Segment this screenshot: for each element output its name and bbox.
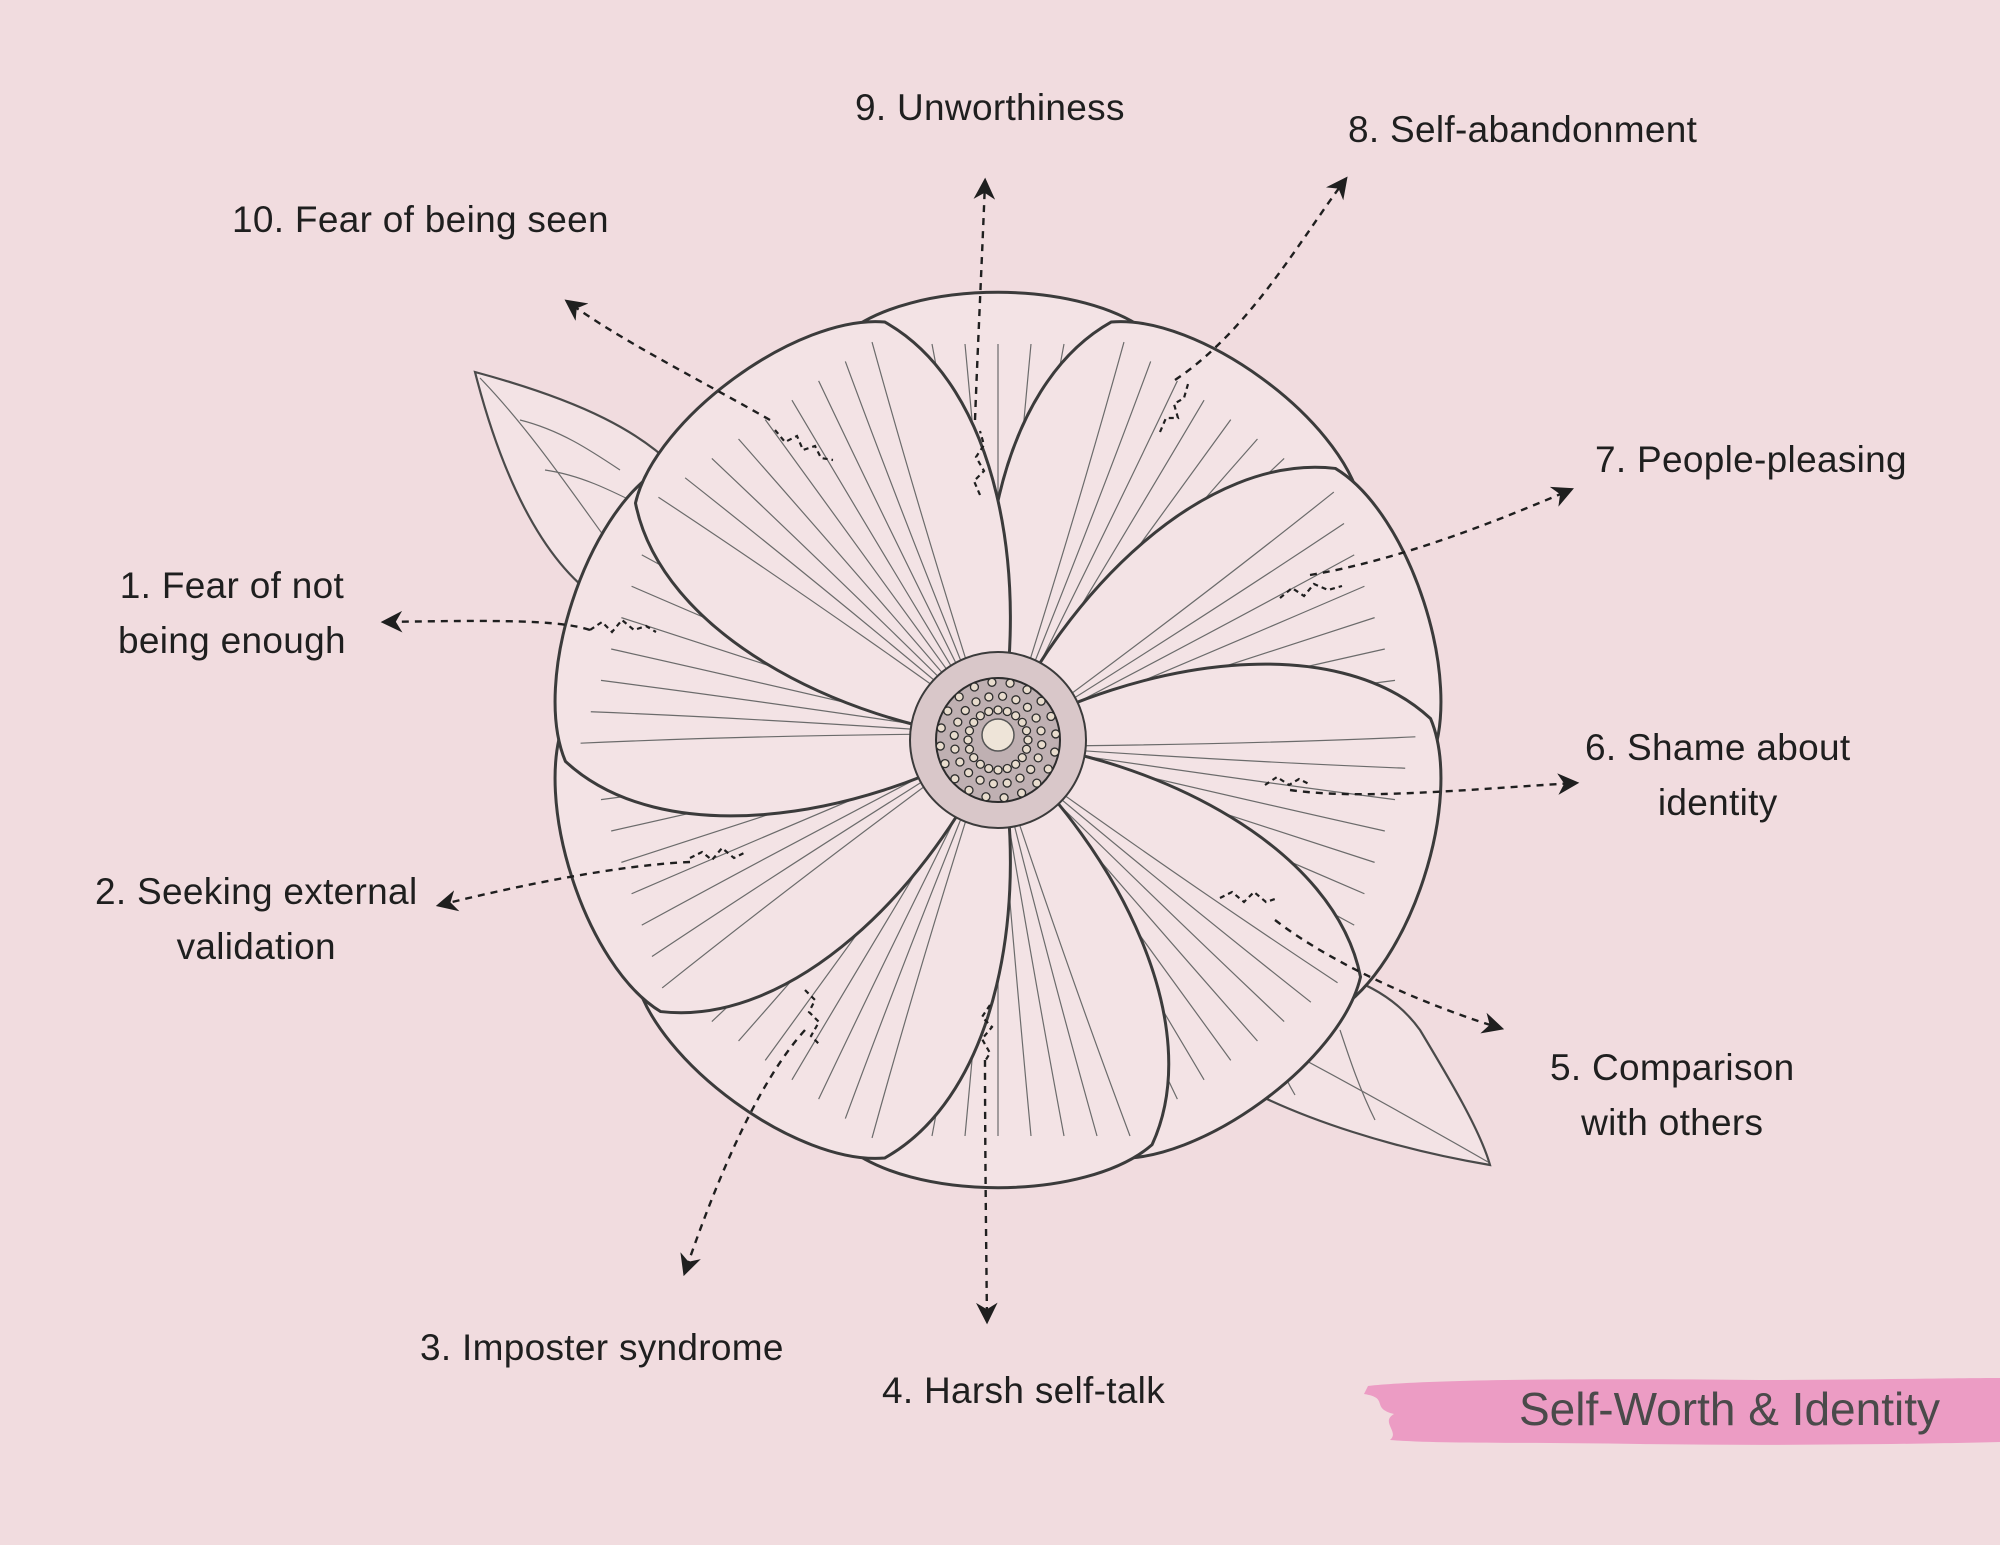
stamen xyxy=(955,757,965,767)
stamen xyxy=(1017,717,1027,728)
stamen xyxy=(987,677,997,687)
stamen xyxy=(940,758,950,769)
petal-squiggles xyxy=(589,383,1343,1064)
stamen xyxy=(963,768,974,778)
stamen xyxy=(975,775,985,785)
stamen xyxy=(997,691,1008,701)
stamen xyxy=(1033,753,1043,763)
stamen xyxy=(984,763,994,774)
stamen xyxy=(950,774,960,784)
label-line: with others xyxy=(1581,1102,1764,1143)
stamen xyxy=(954,692,964,702)
label-line: validation xyxy=(176,926,336,967)
stamen xyxy=(1026,764,1036,775)
stamen xyxy=(971,697,981,707)
label-seeking-external-validation: 2. Seeking external validation xyxy=(95,864,417,974)
stamen xyxy=(1021,726,1032,736)
stamen xyxy=(1002,706,1012,717)
stamen xyxy=(1010,759,1021,769)
stamen xyxy=(993,765,1003,775)
stamen xyxy=(1051,729,1061,739)
stamen xyxy=(1046,711,1056,722)
stamen xyxy=(964,785,974,795)
stamen xyxy=(1043,764,1053,774)
stamen xyxy=(988,779,999,789)
stamen xyxy=(936,723,946,733)
label-line: 5. Comparison xyxy=(1550,1047,1795,1088)
label-line: 6. Shame about xyxy=(1585,727,1851,768)
stamen xyxy=(964,726,975,736)
stamen xyxy=(969,752,979,763)
flower-petals xyxy=(553,290,1443,1190)
stamen xyxy=(1022,702,1033,712)
stamen xyxy=(969,717,979,728)
stamen xyxy=(969,682,980,692)
stamen xyxy=(1022,685,1032,695)
label-shame-about-identity: 6. Shame about identity xyxy=(1585,720,1850,830)
stamen xyxy=(993,705,1003,715)
stamen xyxy=(1023,735,1033,745)
banner-title: Self-Worth & Identity xyxy=(1519,1383,1940,1435)
stamen xyxy=(943,706,953,716)
stamen xyxy=(1002,763,1012,774)
stamen xyxy=(953,717,963,727)
stamen xyxy=(984,706,994,717)
stamen xyxy=(984,692,994,702)
label-people-pleasing: 7. People-pleasing xyxy=(1595,439,1907,480)
label-line: 1. Fear of not xyxy=(119,565,345,606)
arrow-icon xyxy=(380,176,1580,1325)
stamen xyxy=(1036,696,1046,706)
stamen xyxy=(1050,747,1060,757)
stamen xyxy=(975,711,986,721)
label-line: being enough xyxy=(118,620,346,661)
label-self-abandonment: 8. Self-abandonment xyxy=(1348,109,1698,150)
stamen xyxy=(999,793,1009,803)
stamen xyxy=(975,759,986,769)
label-harsh-self-talk: 4. Harsh self-talk xyxy=(882,1370,1165,1411)
stamen xyxy=(1002,778,1012,788)
flower-center xyxy=(909,651,1087,829)
stamen xyxy=(964,744,975,754)
stamen xyxy=(963,735,973,745)
label-line: identity xyxy=(1657,782,1778,823)
stamen xyxy=(935,741,945,751)
stamen xyxy=(960,705,970,716)
stamen xyxy=(1021,744,1032,754)
brush-stroke xyxy=(1364,1378,2000,1445)
stamen xyxy=(1031,713,1041,723)
label-fear-of-not-being-enough: 1. Fear of not being enough xyxy=(118,558,346,668)
stamen xyxy=(1016,788,1027,798)
label-line: 2. Seeking external xyxy=(95,871,418,912)
label-comparison-with-others: 5. Comparison with others xyxy=(1550,1040,1795,1150)
label-imposter-syndrome: 3. Imposter syndrome xyxy=(420,1327,784,1368)
stamen xyxy=(1005,678,1015,688)
stamen xyxy=(949,730,959,741)
stamen xyxy=(981,792,991,802)
stamen xyxy=(1010,711,1021,721)
label-fear-of-being-seen: 10. Fear of being seen xyxy=(232,199,609,240)
stamen xyxy=(1015,773,1025,783)
stamen xyxy=(950,744,960,754)
title-banner: Self-Worth & Identity xyxy=(1360,1372,2000,1446)
stamen xyxy=(1017,752,1027,763)
stamen xyxy=(1037,739,1047,750)
label-unworthiness: 9. Unworthiness xyxy=(855,87,1125,128)
stamen xyxy=(1011,695,1021,705)
stamen xyxy=(1036,726,1046,736)
stamen xyxy=(1032,778,1042,788)
